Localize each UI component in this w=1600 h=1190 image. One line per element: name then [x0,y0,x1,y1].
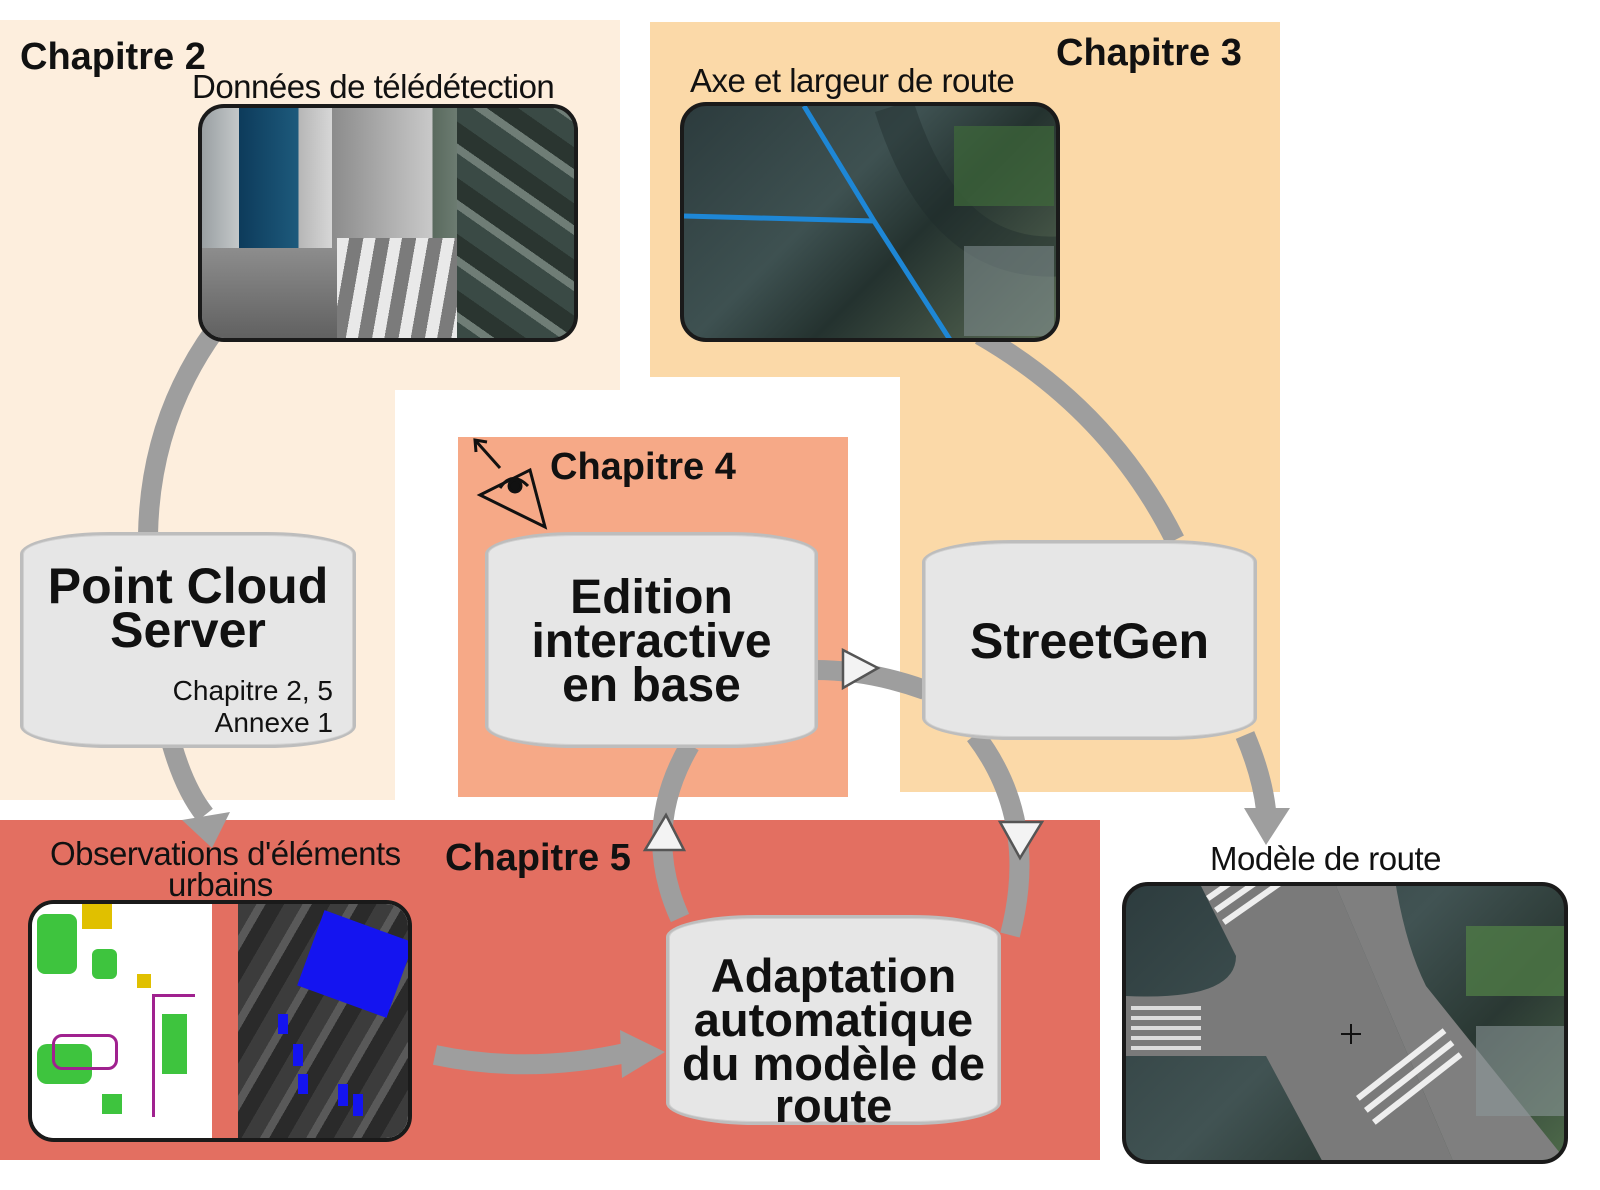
chapter-3-label: Chapitre 3 [1056,32,1242,74]
adaptation-node[interactable]: Adaptation automatique du modèle de rout… [666,915,1001,1129]
eye-icon [473,438,548,530]
edition-interactive-node[interactable]: Edition interactive en base [485,532,818,748]
arrowhead-obs-adaptation [620,1030,665,1078]
arrowhead-streetgen-model [1244,808,1290,845]
segmentation-map [32,904,210,1138]
street-view-ground [202,248,337,338]
edition-line2: interactive [531,615,772,668]
road-axis-image [680,102,1060,342]
remote-sensing-image [198,104,578,342]
edition-line1: Edition [570,571,733,624]
chapter-2-label: Chapitre 2 [20,36,206,78]
edition-line3: en base [562,659,741,712]
pcs-title-line1: Point Cloud [47,558,329,614]
pcs-ref-line2: Annexe 1 [214,707,333,738]
adaptation-line1: Adaptation [710,949,957,1002]
arrow-pcs-to-observations [162,742,213,822]
open-arrowhead-streetgen-adaptation [997,820,1045,861]
separator-bar [212,904,238,1138]
arrow-remote-to-pcs [138,324,224,536]
chapter-4-label: Chapitre 4 [550,446,736,488]
open-arrowhead-edition-streetgen [841,647,881,691]
road-axis-caption: Axe et largeur de route [690,62,1015,99]
arrow-edition-to-streetgen [814,660,929,700]
crosswalk-stripes [337,238,457,338]
pcs-ref-line1: Chapitre 2, 5 [172,675,333,706]
road-axis-lines [684,106,1056,338]
adaptation-line3: du modèle de [682,1037,985,1090]
road-model-caption: Modèle de route [1210,840,1442,877]
streetgen-node[interactable]: StreetGen [922,540,1257,740]
adaptation-line4: route [774,1079,893,1132]
streetgen-title: StreetGen [970,613,1209,669]
remote-sensing-caption: Données de télédétection [192,68,555,105]
arrow-observations-to-adaptation [432,1042,633,1075]
aerial-view [457,108,574,338]
road-model-image [1122,882,1568,1164]
road-model-geometry [1126,886,1564,1160]
arrowhead-pcs-obs [182,812,230,848]
pcs-title-line2: Server [110,602,266,658]
arrow-axis-to-streetgen [975,326,1184,545]
open-arrowhead-adaptation-edition [642,812,687,852]
observations-image: ... [28,900,412,1142]
adaptation-line2: automatique [693,993,974,1046]
chapter-5-label: Chapitre 5 [445,837,631,879]
observations-caption-line2: urbains [168,866,273,903]
point-cloud-server-node[interactable]: Point Cloud Server Chapitre 2, 5 Annexe … [20,532,356,748]
observations-caption-line1: Observations d'éléments [50,835,401,872]
arrow-streetgen-to-model [1235,731,1276,812]
aerial-detections [238,904,408,1138]
